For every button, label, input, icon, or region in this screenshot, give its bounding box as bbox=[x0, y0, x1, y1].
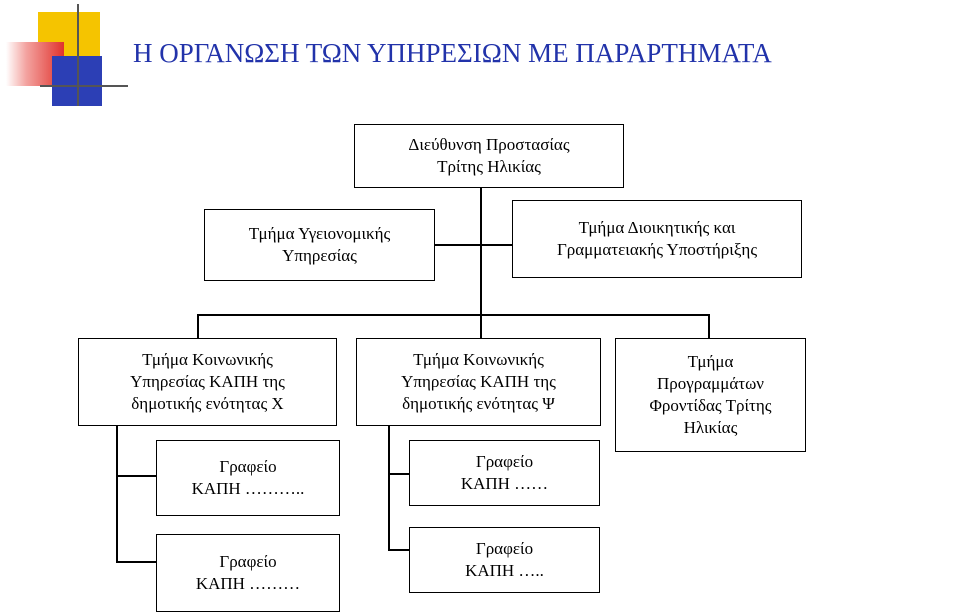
office-y1-box: Γραφείο ΚΑΠΗ …… bbox=[409, 440, 600, 506]
office-y1-line-2: ΚΑΠΗ …… bbox=[460, 474, 549, 493]
director-box: Διεύθυνση Προστασίας Τρίτης Ηλικίας bbox=[354, 124, 624, 188]
office-x1-box: Γραφείο ΚΑΠΗ ……….. bbox=[156, 440, 340, 516]
connector bbox=[708, 314, 710, 338]
director-line-2: Τρίτης Ηλικίας bbox=[437, 157, 541, 176]
programs-line-2: Προγραμμάτων bbox=[656, 374, 764, 393]
social-y-line-3: δημοτικής ενότητας Ψ bbox=[402, 394, 555, 413]
programs-line-3: Φροντίδας Τρίτης bbox=[649, 396, 772, 415]
office-x2-box: Γραφείο ΚΑΠΗ ……… bbox=[156, 534, 340, 612]
programs-line-4: Ηλικίας bbox=[683, 418, 738, 437]
social-x-line-1: Τμήμα Κοινωνικής bbox=[142, 350, 273, 369]
decor-horizontal-line bbox=[40, 85, 128, 87]
office-y1-line-1: Γραφείο bbox=[475, 452, 534, 471]
connector bbox=[388, 425, 390, 550]
connector bbox=[435, 244, 513, 246]
office-y2-box: Γραφείο ΚΑΠΗ ….. bbox=[409, 527, 600, 593]
social-x-line-2: Υπηρεσίας ΚΑΠΗ της bbox=[130, 372, 285, 391]
social-dept-y-box: Τμήμα Κοινωνικής Υπηρεσίας ΚΑΠΗ της δημο… bbox=[356, 338, 601, 426]
health-line-1: Τμήμα Υγειονομικής bbox=[248, 224, 391, 243]
office-y2-line-2: ΚΑΠΗ ….. bbox=[465, 561, 544, 580]
social-x-line-3: δημοτικής ενότητας Χ bbox=[131, 394, 284, 413]
office-x1-line-1: Γραφείο bbox=[219, 457, 277, 476]
connector bbox=[116, 425, 118, 562]
social-y-line-2: Υπηρεσίας ΚΑΠΗ της bbox=[401, 372, 556, 391]
connector bbox=[388, 473, 411, 475]
office-x2-line-2: ΚΑΠΗ ……… bbox=[195, 574, 301, 593]
director-line-1: Διεύθυνση Προστασίας bbox=[408, 135, 570, 154]
programs-line-1: Τμήμα bbox=[687, 352, 734, 371]
admin-dept-box: Τμήμα Διοικητικής και Γραμματειακής Υποσ… bbox=[512, 200, 802, 278]
admin-line-2: Γραμματειακής Υποστήριξης bbox=[556, 240, 758, 259]
social-dept-x-box: Τμήμα Κοινωνικής Υπηρεσίας ΚΑΠΗ της δημο… bbox=[78, 338, 337, 426]
social-y-line-1: Τμήμα Κοινωνικής bbox=[413, 350, 544, 369]
office-y2-line-1: Γραφείο bbox=[475, 539, 534, 558]
health-dept-box: Τμήμα Υγειονομικής Υπηρεσίας bbox=[204, 209, 435, 281]
admin-line-1: Τμήμα Διοικητικής και bbox=[578, 218, 736, 237]
connector bbox=[480, 187, 482, 338]
programs-dept-box: Τμήμα Προγραμμάτων Φροντίδας Τρίτης Ηλικ… bbox=[615, 338, 806, 452]
connector bbox=[197, 314, 710, 316]
connector bbox=[116, 475, 158, 477]
page-title: Η ΟΡΓΑΝΩΣΗ ΤΩΝ ΥΠΗΡΕΣΙΩΝ ΜΕ ΠΑΡΑΡΤΗΜΑΤΑ bbox=[133, 38, 772, 68]
connector bbox=[388, 549, 411, 551]
connector bbox=[116, 561, 158, 563]
decor-vertical-line bbox=[77, 4, 79, 106]
office-x2-line-1: Γραφείο bbox=[219, 552, 277, 571]
connector bbox=[197, 314, 199, 338]
office-x1-line-2: ΚΑΠΗ ……….. bbox=[191, 479, 305, 498]
health-line-2: Υπηρεσίας bbox=[282, 246, 357, 265]
